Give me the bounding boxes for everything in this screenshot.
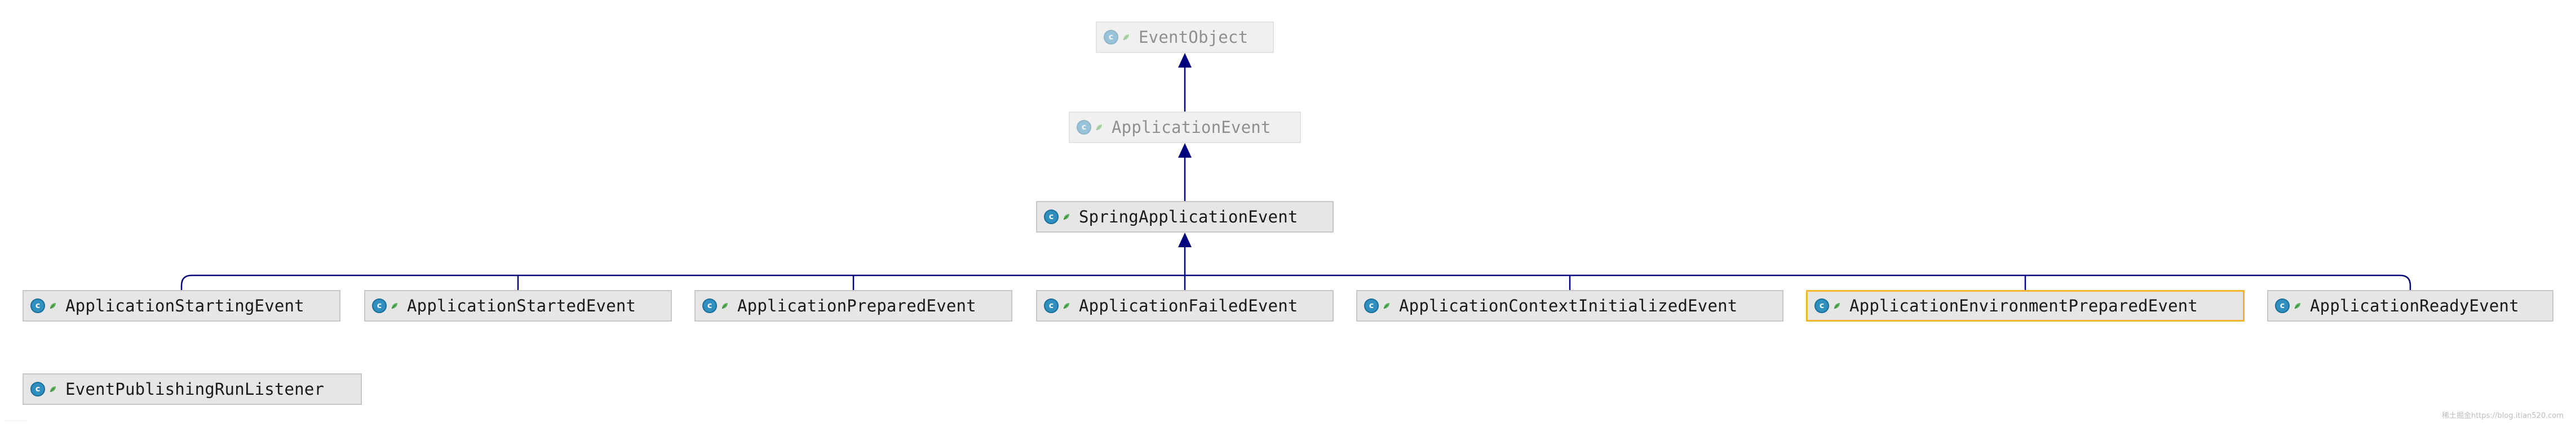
inheritance-arrowhead	[1178, 143, 1192, 158]
class-label: ApplicationReadyEvent	[2310, 296, 2519, 315]
class-node-springapplicationevent[interactable]: c SpringApplicationEvent	[1036, 201, 1334, 233]
leaf-icon	[1062, 212, 1071, 221]
class-label: ApplicationPreparedEvent	[737, 296, 976, 315]
leaf-icon	[1122, 33, 1131, 42]
leaf-icon	[48, 385, 57, 394]
class-icon: c	[2275, 298, 2290, 313]
class-icon: c	[702, 298, 717, 313]
leaf-icon	[1382, 301, 1391, 310]
leaf-icon	[390, 301, 399, 310]
class-node-applicationcontextinitializedevent[interactable]: c ApplicationContextInitializedEvent	[1356, 290, 1783, 322]
class-label: SpringApplicationEvent	[1079, 207, 1298, 226]
leaf-icon	[720, 301, 729, 310]
leaf-icon	[48, 301, 57, 310]
class-icon: c	[30, 298, 45, 313]
inheritance-arrowhead	[1178, 233, 1192, 247]
watermark: 稀土掘金https://blog.itian520.com	[2441, 412, 2564, 420]
class-icon: c	[1364, 298, 1379, 313]
class-icon: c	[1104, 30, 1118, 44]
class-node-applicationreadyevent[interactable]: c ApplicationReadyEvent	[2267, 290, 2553, 322]
leaf-icon	[1833, 301, 1842, 310]
class-label: ApplicationEvent	[1112, 118, 1271, 137]
class-label: EventPublishingRunListener	[65, 380, 325, 399]
class-icon: c	[372, 298, 387, 313]
class-icon: c	[1044, 298, 1059, 313]
class-label: ApplicationContextInitializedEvent	[1399, 296, 1738, 315]
class-node-applicationevent[interactable]: c ApplicationEvent	[1069, 112, 1301, 143]
class-label: EventObject	[1139, 28, 1249, 47]
class-node-applicationfailedevent[interactable]: c ApplicationFailedEvent	[1036, 290, 1334, 322]
class-node-applicationstartingevent[interactable]: c ApplicationStartingEvent	[23, 290, 340, 322]
class-icon: c	[1077, 120, 1091, 135]
class-label: ApplicationStartedEvent	[407, 296, 636, 315]
leaf-icon	[1062, 301, 1071, 310]
class-node-applicationstartedevent[interactable]: c ApplicationStartedEvent	[364, 290, 672, 322]
class-icon: c	[30, 382, 45, 396]
corner-mark	[5, 421, 27, 425]
leaf-icon	[2293, 301, 2302, 310]
class-icon: c	[1814, 298, 1829, 313]
class-node-applicationpreparedevent[interactable]: c ApplicationPreparedEvent	[694, 290, 1012, 322]
class-node-eventpublishingrunlistener[interactable]: c EventPublishingRunListener	[23, 373, 362, 405]
class-label: ApplicationEnvironmentPreparedEvent	[1849, 296, 2198, 315]
class-icon: c	[1044, 209, 1059, 224]
class-node-applicationenvironmentpreparedevent[interactable]: c ApplicationEnvironmentPreparedEvent	[1806, 290, 2245, 322]
inheritance-arrowhead	[1178, 53, 1192, 68]
class-label: ApplicationStartingEvent	[65, 296, 304, 315]
class-label: ApplicationFailedEvent	[1079, 296, 1298, 315]
inheritance-bus	[180, 274, 2411, 286]
leaf-icon	[1095, 123, 1104, 132]
class-node-eventobject[interactable]: c EventObject	[1096, 21, 1274, 53]
